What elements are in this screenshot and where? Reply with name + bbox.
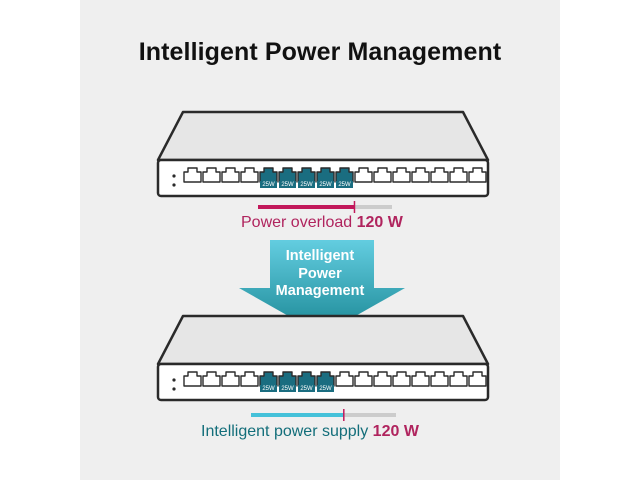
top-switch-port xyxy=(354,167,373,183)
top-switch-port-label: 25W xyxy=(300,182,313,188)
top-switch-port xyxy=(430,167,449,183)
bottom-switch-ports: 25W 25W 25W 25W xyxy=(183,371,487,392)
bottom-switch-port xyxy=(297,371,316,387)
bottom-switch-port xyxy=(335,371,354,387)
top-switch-port-label: 25W xyxy=(338,182,351,188)
bottom-switch-port-badge xyxy=(317,385,334,392)
bottom-switch-port-label: 25W xyxy=(262,386,275,392)
arrow-label-line-1: Intelligent xyxy=(285,248,355,264)
bottom-switch-port xyxy=(316,371,335,387)
bottom-switch-port xyxy=(354,371,373,387)
top-switch-port xyxy=(392,167,411,183)
bottom-switch-port xyxy=(373,371,392,387)
top-switch-port-label: 25W xyxy=(281,182,294,188)
top-switch-port-badge xyxy=(336,181,353,188)
top-switch-port xyxy=(373,167,392,183)
top-switch-port xyxy=(297,167,316,183)
top-switch-led xyxy=(172,174,176,178)
top-switch-port-badge xyxy=(317,181,334,188)
supply-caption-value: 120 W xyxy=(372,423,419,440)
bottom-switch-port-badge xyxy=(279,385,296,392)
top-switch-port xyxy=(335,167,354,183)
bottom-switch: 25W 25W 25W 25W xyxy=(156,314,490,402)
bottom-switch-port xyxy=(411,371,430,387)
top-bar-fill xyxy=(258,205,355,209)
supply-caption-text: Intelligent power supply xyxy=(201,423,369,440)
top-switch-port xyxy=(468,167,487,183)
bottom-switch-port xyxy=(449,371,468,387)
top-switch-port-badge xyxy=(279,181,296,188)
bottom-bar-fill xyxy=(251,413,344,417)
bottom-switch-port xyxy=(221,371,240,387)
bottom-switch-port-label: 25W xyxy=(300,386,313,392)
arrow-label-line-2: Power xyxy=(298,265,342,282)
supply-caption: Intelligent power supply 120 W xyxy=(201,423,419,441)
bottom-switch-port xyxy=(278,371,297,387)
overload-caption-value: 120 W xyxy=(356,214,403,231)
down-arrow xyxy=(239,240,405,335)
page-title: Intelligent Power Management xyxy=(138,38,502,66)
top-switch-port xyxy=(202,167,221,183)
top-switch-port xyxy=(259,167,278,183)
arrow-label: Intelligent Power Management xyxy=(254,248,386,301)
overload-caption-text: Power overload xyxy=(241,214,353,231)
top-switch-port xyxy=(278,167,297,183)
overload-caption: Power overload 120 W xyxy=(241,214,403,232)
top-switch-port xyxy=(316,167,335,183)
bottom-switch-port-badge xyxy=(298,385,315,392)
bottom-switch-port xyxy=(468,371,487,387)
bottom-power-bar xyxy=(251,409,396,421)
bottom-switch-port xyxy=(202,371,221,387)
top-switch-port-badge xyxy=(298,181,315,188)
top-switch-port xyxy=(240,167,259,183)
top-switch-port-badge xyxy=(260,181,277,188)
bottom-switch-port xyxy=(430,371,449,387)
bottom-switch-port xyxy=(240,371,259,387)
bottom-switch-port xyxy=(392,371,411,387)
bottom-switch-port-label: 25W xyxy=(319,386,332,392)
bottom-switch-led xyxy=(172,387,176,391)
top-switch-chassis-top xyxy=(156,110,490,162)
top-switch-port xyxy=(449,167,468,183)
top-switch-port-label: 25W xyxy=(319,182,332,188)
bottom-switch-port xyxy=(183,371,202,387)
top-power-bar xyxy=(258,201,392,213)
top-switch-port xyxy=(221,167,240,183)
top-switch-led xyxy=(172,183,176,187)
top-switch-ports: 25W 25W 25W 25W 25W xyxy=(183,167,487,188)
bottom-switch-chassis-top xyxy=(156,314,490,366)
top-switch-port-label: 25W xyxy=(262,182,275,188)
bottom-switch-port-label: 25W xyxy=(281,386,294,392)
top-switch-port xyxy=(411,167,430,183)
bottom-switch-led xyxy=(172,378,176,382)
top-switch: 25W 25W 25W 25W 25W xyxy=(156,110,490,198)
top-switch-port xyxy=(183,167,202,183)
arrow-label-line-3: Management xyxy=(275,283,365,299)
bottom-switch-port xyxy=(259,371,278,387)
bottom-switch-port-badge xyxy=(260,385,277,392)
